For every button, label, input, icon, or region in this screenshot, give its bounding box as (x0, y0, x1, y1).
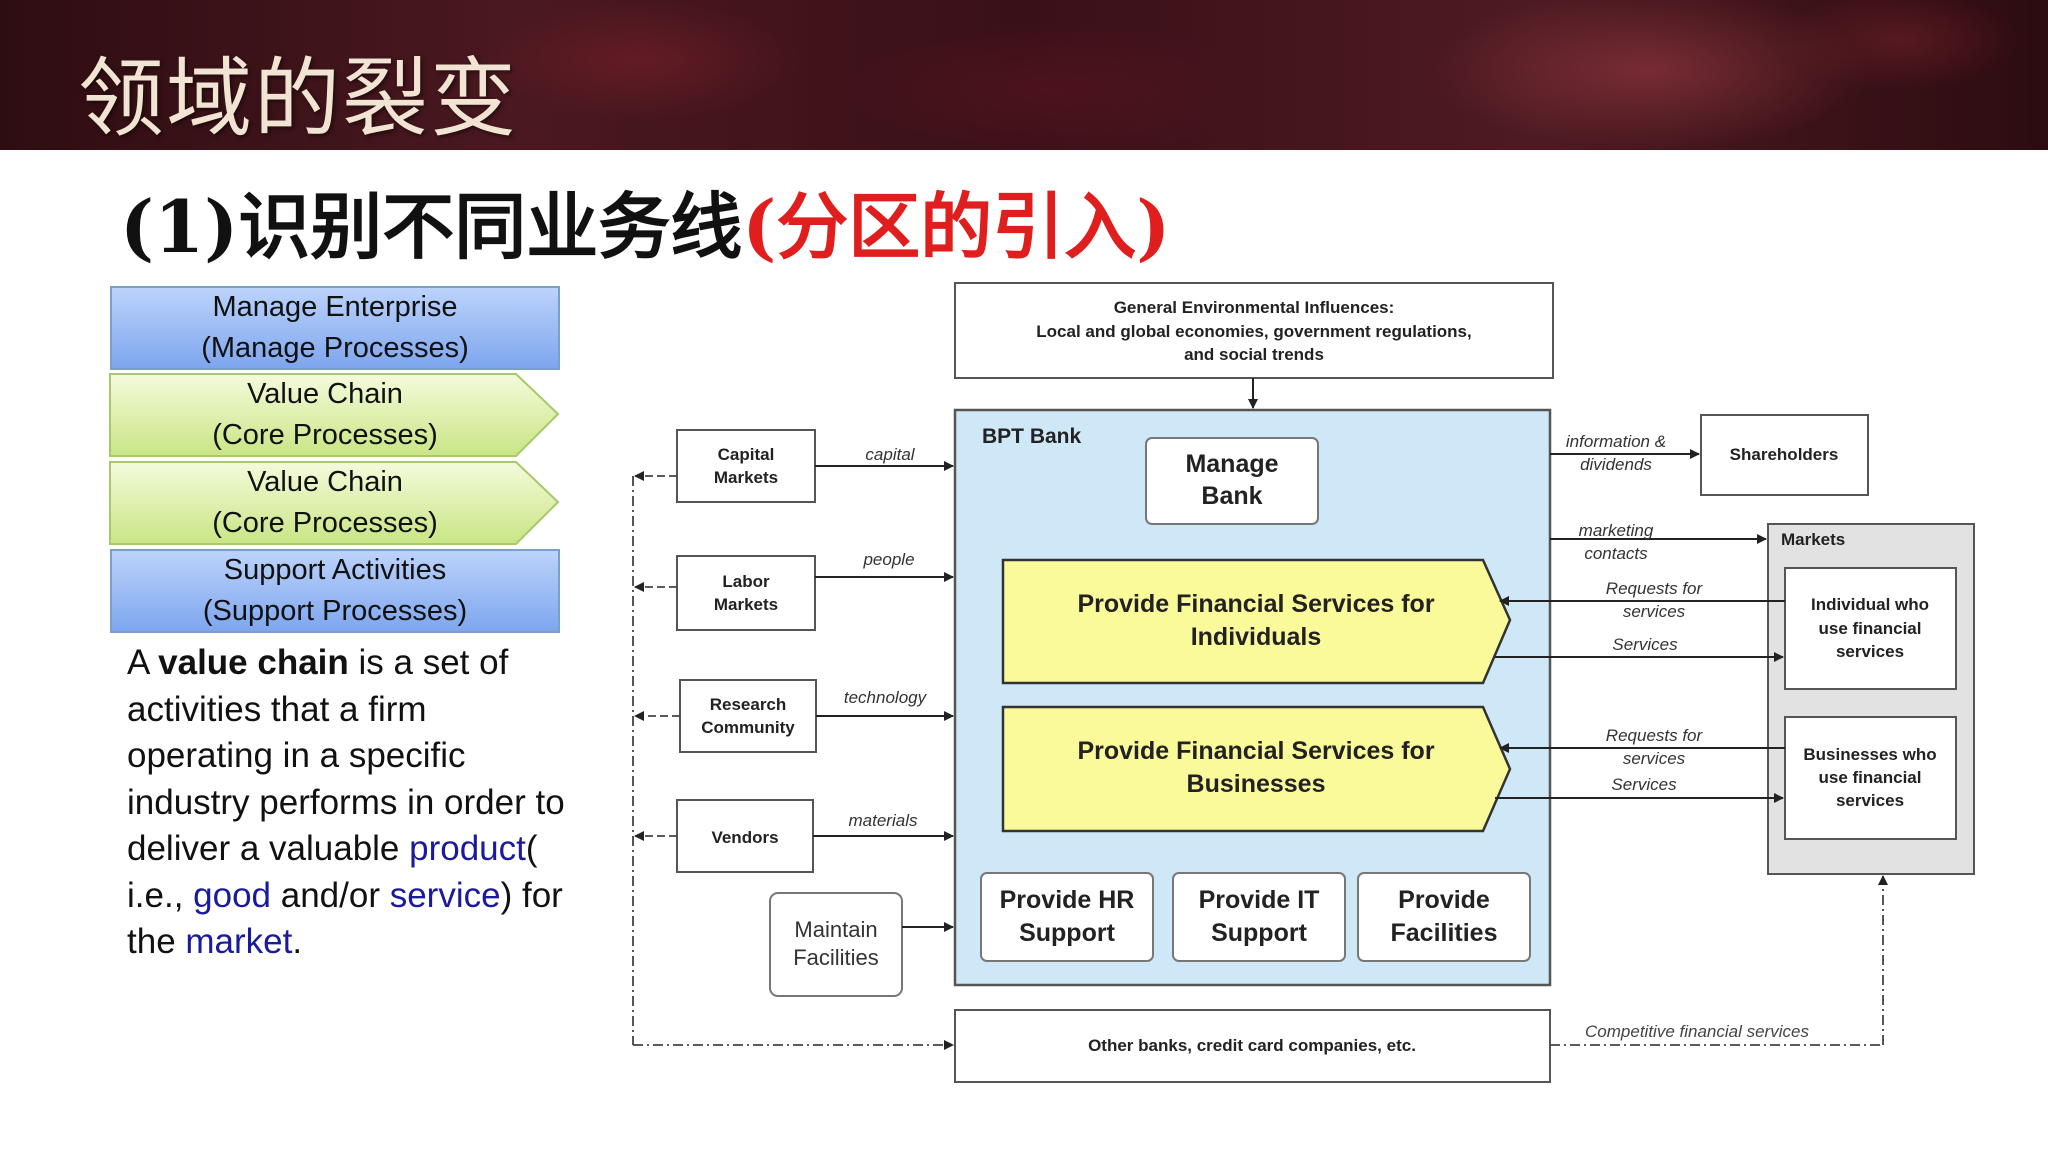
facilities-line2: Facilities (1391, 919, 1498, 947)
facilities-box (1357, 872, 1531, 962)
labor-line2: Markets (714, 595, 778, 614)
it-line2: Support (1211, 919, 1307, 947)
value-chain-box-2: Value Chain (Core Processes) (110, 462, 540, 544)
hr-line1: Provide HR (1000, 886, 1135, 914)
businesses-line2: Businesses (1187, 770, 1326, 798)
good-link[interactable]: good (193, 875, 272, 915)
def-term: value chain (158, 643, 349, 682)
market-link[interactable]: market (185, 922, 293, 961)
individual-customers-box (1784, 567, 1957, 690)
individuals-line2: Individuals (1191, 623, 1322, 651)
marketing-line2: contacts (1584, 544, 1648, 563)
bus-cust-line2: use financial (1819, 768, 1922, 787)
shareholders-label: Shareholders (1730, 445, 1839, 464)
box-line2: (Core Processes) (212, 419, 438, 451)
manage-bank-line2: Bank (1201, 482, 1262, 510)
bus-cust-line3: services (1836, 791, 1904, 810)
research-flow-label: technology (844, 688, 928, 707)
manage-bank-box (1145, 437, 1319, 525)
subtitle-highlight: (分区的引入) (742, 184, 1171, 269)
box-line2: (Core Processes) (212, 507, 438, 539)
ind-cust-line3: services (1836, 642, 1904, 661)
bus-requests-line2: services (1623, 749, 1686, 768)
business-customers-box (1784, 716, 1957, 840)
other-banks-box (954, 1009, 1551, 1083)
env-line2: Local and global economies, government r… (1036, 322, 1471, 341)
product-link[interactable]: product (409, 829, 526, 868)
research-community-box (679, 679, 817, 753)
capital-markets-box (676, 429, 816, 503)
individuals-line1: Provide Financial Services for (1077, 590, 1434, 618)
def-text: . (292, 922, 303, 961)
info-line2: dividends (1580, 455, 1652, 474)
info-line1: information & (1566, 432, 1666, 451)
box-line1: Support Activities (223, 554, 447, 586)
ind-cust-line2: use financial (1819, 619, 1922, 638)
capital-line1: Capital (718, 445, 775, 464)
ind-requests-line1: Requests for (1606, 579, 1704, 598)
section-subtitle: (1)识别不同业务线(分区的引入) (120, 168, 1170, 273)
businesses-process (1001, 705, 1512, 833)
box-line2: (Manage Processes) (201, 332, 469, 364)
labor-markets-box (676, 555, 816, 631)
hr-line2: Support (1019, 919, 1115, 947)
value-chain-box-1: Value Chain (Core Processes) (110, 374, 540, 456)
labor-flow-label: people (862, 550, 914, 569)
header-banner (0, 0, 2048, 150)
businesses-line1: Provide Financial Services for (1077, 737, 1434, 765)
def-text: ( i.e., (127, 829, 538, 915)
other-banks-label: Other banks, credit card companies, etc. (1088, 1036, 1416, 1055)
maintain-facilities-box (769, 892, 903, 997)
research-line1: Research (710, 695, 787, 714)
shareholders-box (1700, 414, 1869, 496)
service-link[interactable]: service (389, 875, 501, 915)
marketing-line1: marketing (1579, 521, 1654, 540)
env-line3: and social trends (1184, 345, 1324, 364)
def-text: is a set of activities that a firm opera… (127, 643, 565, 868)
labor-line1: Labor (722, 572, 770, 591)
ind-cust-line1: Individual who (1811, 595, 1929, 614)
subtitle-main: (1)识别不同业务线 (120, 184, 743, 269)
environment-box (954, 282, 1554, 379)
it-support-box (1172, 872, 1346, 962)
bus-cust-line1: Businesses who (1803, 745, 1936, 764)
box-line2: (Support Processes) (202, 595, 468, 627)
research-line2: Community (701, 718, 795, 737)
facilities-line1: Provide (1398, 886, 1490, 914)
it-line1: Provide IT (1199, 886, 1320, 914)
vendors-flow-label: materials (849, 811, 918, 830)
bank-label: BPT Bank (982, 425, 1082, 448)
capital-line2: Markets (714, 468, 778, 487)
value-chain-arrow-1 (109, 373, 560, 457)
value-chain-arrow-2 (109, 461, 560, 545)
def-text: A (127, 643, 159, 682)
value-chain-definition: A value chain is a set of activities tha… (127, 640, 577, 966)
hr-support-box (980, 872, 1154, 962)
individuals-process (1001, 558, 1512, 685)
markets-label: Markets (1781, 530, 1845, 549)
def-text: ) for the (127, 875, 563, 962)
ind-requests-line2: services (1623, 602, 1686, 621)
bus-requests-line1: Requests for (1606, 726, 1704, 745)
manage-bank-line1: Manage (1185, 450, 1278, 478)
ind-services-label: Services (1612, 635, 1678, 654)
manage-enterprise-box: Manage Enterprise (Manage Processes) (110, 286, 560, 370)
bus-services-label: Services (1611, 775, 1677, 794)
page-title: 领域的裂变 (78, 49, 518, 149)
support-activities-box: Support Activities (Support Processes) (110, 549, 560, 633)
box-line1: Manage Enterprise (212, 291, 458, 323)
env-title: General Environmental Influences: (1114, 298, 1395, 317)
box-line1: Value Chain (247, 466, 403, 498)
vendors-label: Vendors (711, 828, 778, 847)
competitive-label: Competitive financial services (1585, 1022, 1809, 1041)
maintain-line1: Maintain (794, 917, 877, 942)
box-line1: Value Chain (247, 378, 403, 410)
def-text: and/or (271, 875, 390, 915)
capital-flow-label: capital (865, 445, 915, 464)
maintain-line2: Facilities (793, 945, 879, 970)
